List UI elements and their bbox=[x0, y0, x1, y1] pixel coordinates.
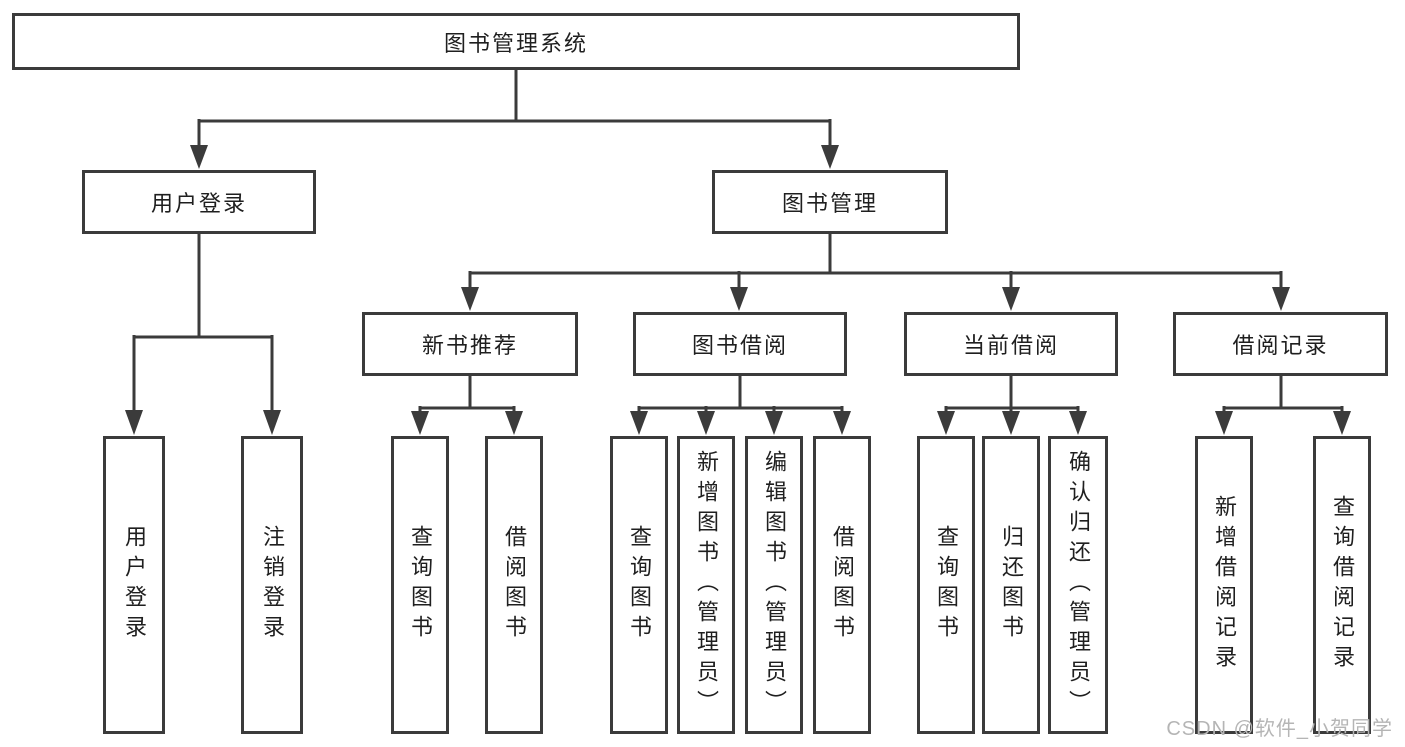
node-label: 图书管理系统 bbox=[443, 30, 588, 56]
node-add-book-admin: 新增图书（管理员） bbox=[677, 436, 735, 734]
node-query-books-current: 查询图书 bbox=[917, 436, 975, 734]
node-label: 借阅图书 bbox=[502, 525, 527, 645]
node-borrow-books-recommend: 借阅图书 bbox=[485, 436, 543, 734]
node-label: 借阅图书 bbox=[830, 525, 855, 645]
node-borrow-books-action: 借阅图书 bbox=[813, 436, 871, 734]
node-label: 图书借阅 bbox=[691, 333, 788, 358]
node-book-management: 图书管理 bbox=[712, 170, 948, 234]
arrowheads bbox=[125, 145, 1351, 435]
node-user-login: 用户登录 bbox=[82, 170, 316, 234]
watermark: CSDN @软件_小贺同学 bbox=[1166, 718, 1393, 740]
node-label: 归还图书 bbox=[999, 525, 1024, 645]
node-query-books-recommend: 查询图书 bbox=[391, 436, 449, 734]
node-label: 新增借阅记录 bbox=[1212, 495, 1237, 675]
node-label: 查询借阅记录 bbox=[1330, 495, 1355, 675]
node-label: 借阅记录 bbox=[1232, 333, 1329, 358]
node-book-borrowing: 图书借阅 bbox=[633, 312, 847, 376]
node-new-book-recommendation: 新书推荐 bbox=[362, 312, 578, 376]
node-label: 新增图书（管理员） bbox=[694, 450, 719, 720]
node-label: 确认归还（管理员） bbox=[1066, 450, 1091, 720]
node-add-borrow-record: 新增借阅记录 bbox=[1195, 436, 1253, 734]
node-label: 查询图书 bbox=[627, 525, 652, 645]
node-user-login-action: 用户登录 bbox=[103, 436, 165, 734]
node-confirm-return-admin: 确认归还（管理员） bbox=[1048, 436, 1108, 734]
node-label: 编辑图书（管理员） bbox=[762, 450, 787, 720]
node-label: 图书管理 bbox=[781, 191, 878, 216]
node-label: 当前借阅 bbox=[962, 333, 1059, 358]
node-current-borrowing: 当前借阅 bbox=[904, 312, 1118, 376]
node-edit-book-admin: 编辑图书（管理员） bbox=[745, 436, 803, 734]
node-return-books: 归还图书 bbox=[982, 436, 1040, 734]
node-query-borrow-record: 查询借阅记录 bbox=[1313, 436, 1371, 734]
node-label: 查询图书 bbox=[934, 525, 959, 645]
node-label: 注销登录 bbox=[260, 525, 285, 645]
node-logout: 注销登录 bbox=[241, 436, 303, 734]
node-borrowing-records: 借阅记录 bbox=[1173, 312, 1388, 376]
node-label: 新书推荐 bbox=[421, 333, 518, 358]
node-label: 用户登录 bbox=[122, 525, 147, 645]
node-label: 用户登录 bbox=[150, 191, 247, 216]
node-library-management-system: 图书管理系统 bbox=[12, 13, 1020, 70]
node-query-books-borrowing: 查询图书 bbox=[610, 436, 668, 734]
node-label: 查询图书 bbox=[408, 525, 433, 645]
